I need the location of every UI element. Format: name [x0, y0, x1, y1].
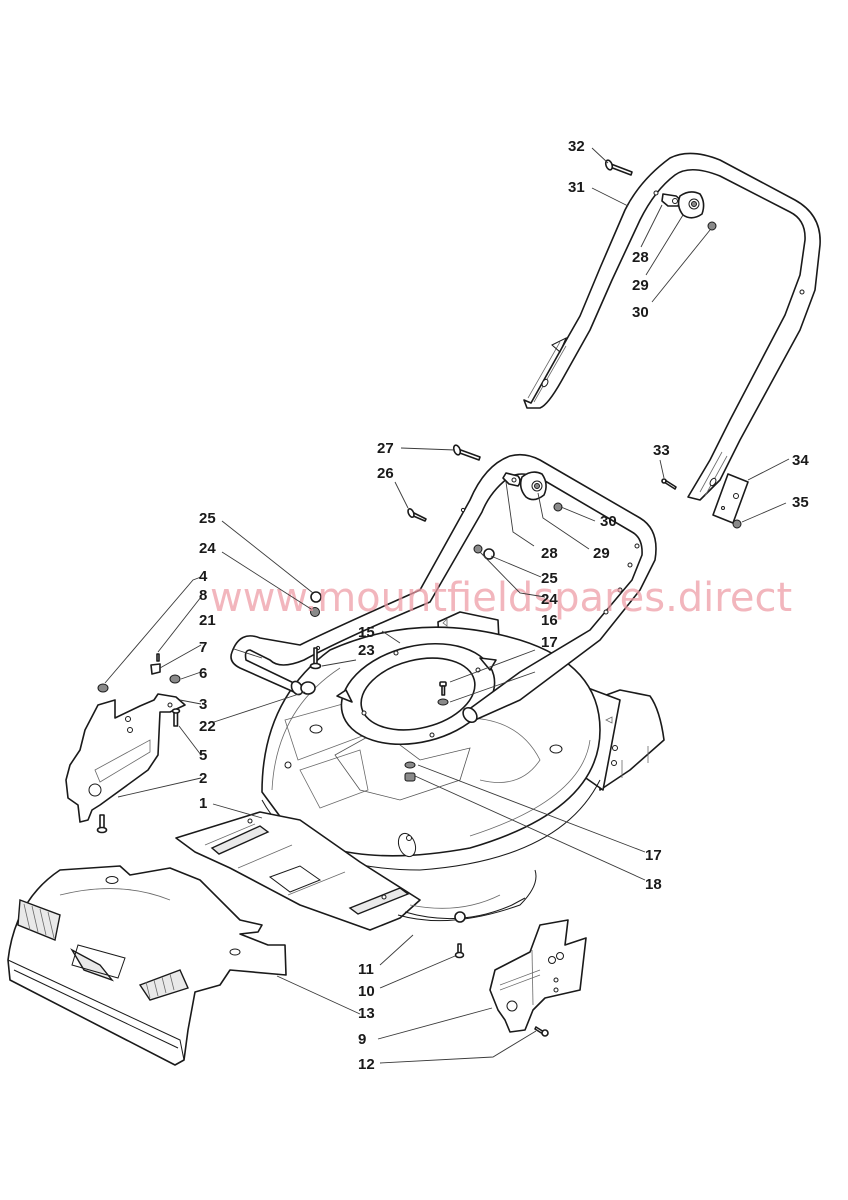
- callout-11[interactable]: 11: [358, 961, 374, 978]
- callout-35[interactable]: 35: [792, 494, 809, 511]
- callout-22[interactable]: 22: [199, 718, 216, 735]
- bolt-16-icon: [439, 681, 447, 696]
- callout-17[interactable]: 17: [541, 634, 558, 651]
- callout-9[interactable]: 9: [358, 1031, 366, 1048]
- screw-10-icon: [454, 943, 465, 959]
- nut-6-icon: [169, 674, 181, 684]
- callout-15[interactable]: 15: [358, 624, 375, 641]
- nut-24-icon: [310, 607, 320, 617]
- nut-30b-icon: [553, 502, 563, 512]
- callout-24b[interactable]: 24: [541, 591, 558, 608]
- callout-5[interactable]: 5: [199, 747, 207, 764]
- bolt-2-icon: [96, 814, 108, 834]
- nut-35-icon: [732, 519, 742, 529]
- nut-24b-icon: [473, 544, 483, 554]
- callout-13[interactable]: 13: [358, 1005, 375, 1022]
- watermark: www.mountfieldspares.direct: [210, 575, 792, 621]
- lower-handle: [230, 453, 657, 724]
- callout-6[interactable]: 6: [199, 665, 207, 682]
- callout-27[interactable]: 27: [377, 440, 394, 457]
- clip-7-icon: [150, 663, 161, 675]
- callout-26[interactable]: 26: [377, 465, 394, 482]
- callout-12[interactable]: 12: [358, 1056, 375, 1073]
- callout-21[interactable]: 21: [199, 612, 216, 629]
- left-bracket-3: [65, 693, 186, 823]
- callout-24[interactable]: 24: [199, 540, 216, 557]
- bolt-32-icon: [604, 159, 633, 176]
- leader-lines: [104, 147, 790, 1064]
- callout-34[interactable]: 34: [792, 452, 809, 469]
- washer-17b-icon: [404, 761, 416, 769]
- bolt-27-icon: [452, 444, 481, 461]
- screw-12-icon: [534, 1026, 549, 1037]
- callout-4[interactable]: 4: [199, 568, 208, 585]
- bolt-23-icon: [309, 647, 322, 670]
- callout-32[interactable]: 32: [568, 138, 585, 155]
- callout-25b[interactable]: 25: [541, 570, 558, 587]
- screw-8-icon: [156, 653, 160, 662]
- blade-11-icon: [404, 897, 526, 923]
- callout-17b[interactable]: 17: [645, 847, 662, 864]
- callout-8[interactable]: 8: [199, 587, 207, 604]
- knob-29-icon: [677, 191, 705, 219]
- callout-31[interactable]: 31: [568, 179, 585, 196]
- bolt-26-icon: [407, 507, 427, 522]
- right-bracket-9: [489, 919, 587, 1033]
- callout-18[interactable]: 18: [645, 876, 662, 893]
- callouts: 32 31 28 29 30 27 26 33 34 35 30 28 29 2…: [199, 138, 809, 1073]
- nut-30-icon: [707, 221, 717, 231]
- callout-3[interactable]: 3: [199, 696, 207, 713]
- nut-4-icon: [97, 683, 109, 693]
- callout-7[interactable]: 7: [199, 639, 207, 656]
- knob-29b-icon: [519, 471, 547, 501]
- upper-handle: [523, 152, 821, 501]
- callout-16[interactable]: 16: [541, 612, 558, 629]
- callout-28[interactable]: 28: [632, 249, 649, 266]
- engine-ring-15: [336, 642, 497, 746]
- front-guard-13: [7, 865, 287, 1066]
- callout-30b[interactable]: 30: [600, 513, 617, 530]
- cable-guide-28-icon: [661, 193, 681, 207]
- cap-25-icon: [310, 591, 322, 603]
- callout-25[interactable]: 25: [199, 510, 216, 527]
- callout-2[interactable]: 2: [199, 770, 207, 787]
- screw-33-icon: [661, 478, 677, 490]
- bolt-5-icon: [171, 708, 181, 727]
- end-plug-22-icon: [300, 681, 316, 695]
- washer-17-icon: [437, 698, 449, 706]
- callout-33[interactable]: 33: [653, 442, 670, 459]
- callout-28b[interactable]: 28: [541, 545, 558, 562]
- spacer-18-icon: [404, 772, 416, 782]
- callout-29b[interactable]: 29: [593, 545, 610, 562]
- callout-10[interactable]: 10: [358, 983, 375, 1000]
- callout-1[interactable]: 1: [199, 795, 207, 812]
- callout-23[interactable]: 23: [358, 642, 375, 659]
- callout-30[interactable]: 30: [632, 304, 649, 321]
- cable-guide-28b-icon: [502, 472, 521, 487]
- callout-29[interactable]: 29: [632, 277, 649, 294]
